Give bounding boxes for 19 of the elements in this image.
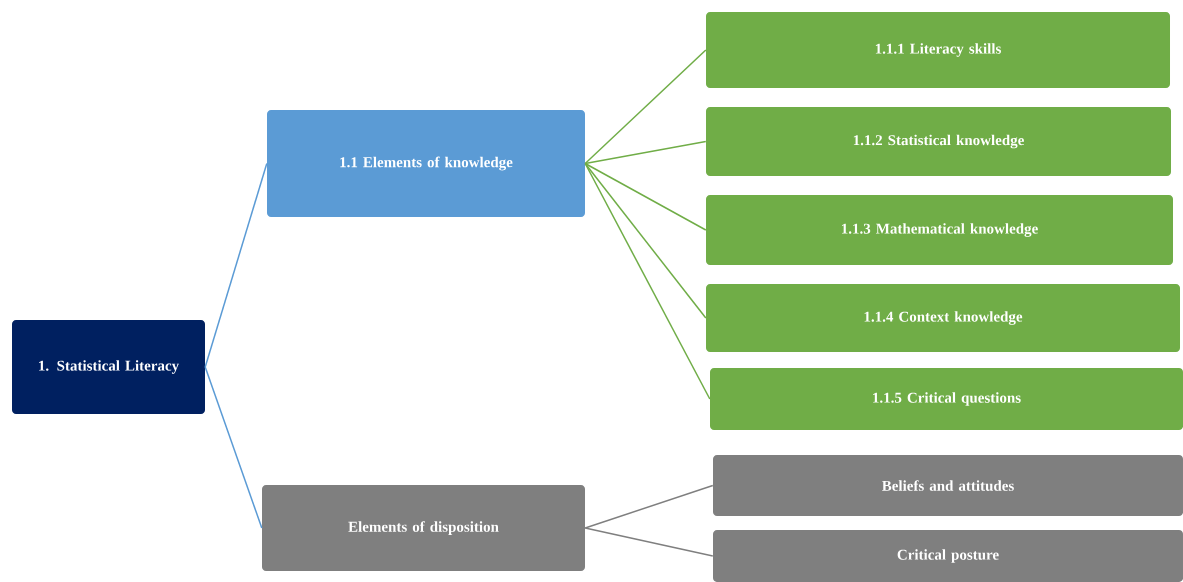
connector-line — [584, 162, 707, 231]
connector-line — [584, 484, 714, 529]
connector-line — [584, 162, 711, 400]
topic-box: 1.1.1 Literacy skills — [706, 12, 1170, 88]
category-box: 1.1 Elements of knowledge — [267, 110, 585, 217]
connector-line — [204, 366, 263, 529]
connector-line — [204, 162, 268, 368]
root-box: 1. Statistical Literacy — [12, 320, 205, 414]
topic-box: Critical posture — [713, 530, 1183, 582]
connector-line — [584, 140, 707, 165]
connector-line — [584, 527, 714, 557]
topic-box: Beliefs and attitudes — [713, 455, 1183, 516]
topic-box: 1.1.4 Context knowledge — [706, 284, 1180, 352]
topic-box: 1.1.2 Statistical knowledge — [706, 107, 1171, 176]
connector-line — [584, 162, 707, 319]
topic-box: 1.1.3 Mathematical knowledge — [706, 195, 1173, 265]
category-box: Elements of disposition — [262, 485, 585, 571]
topic-box: 1.1.5 Critical questions — [710, 368, 1183, 430]
connector-line — [584, 49, 707, 165]
